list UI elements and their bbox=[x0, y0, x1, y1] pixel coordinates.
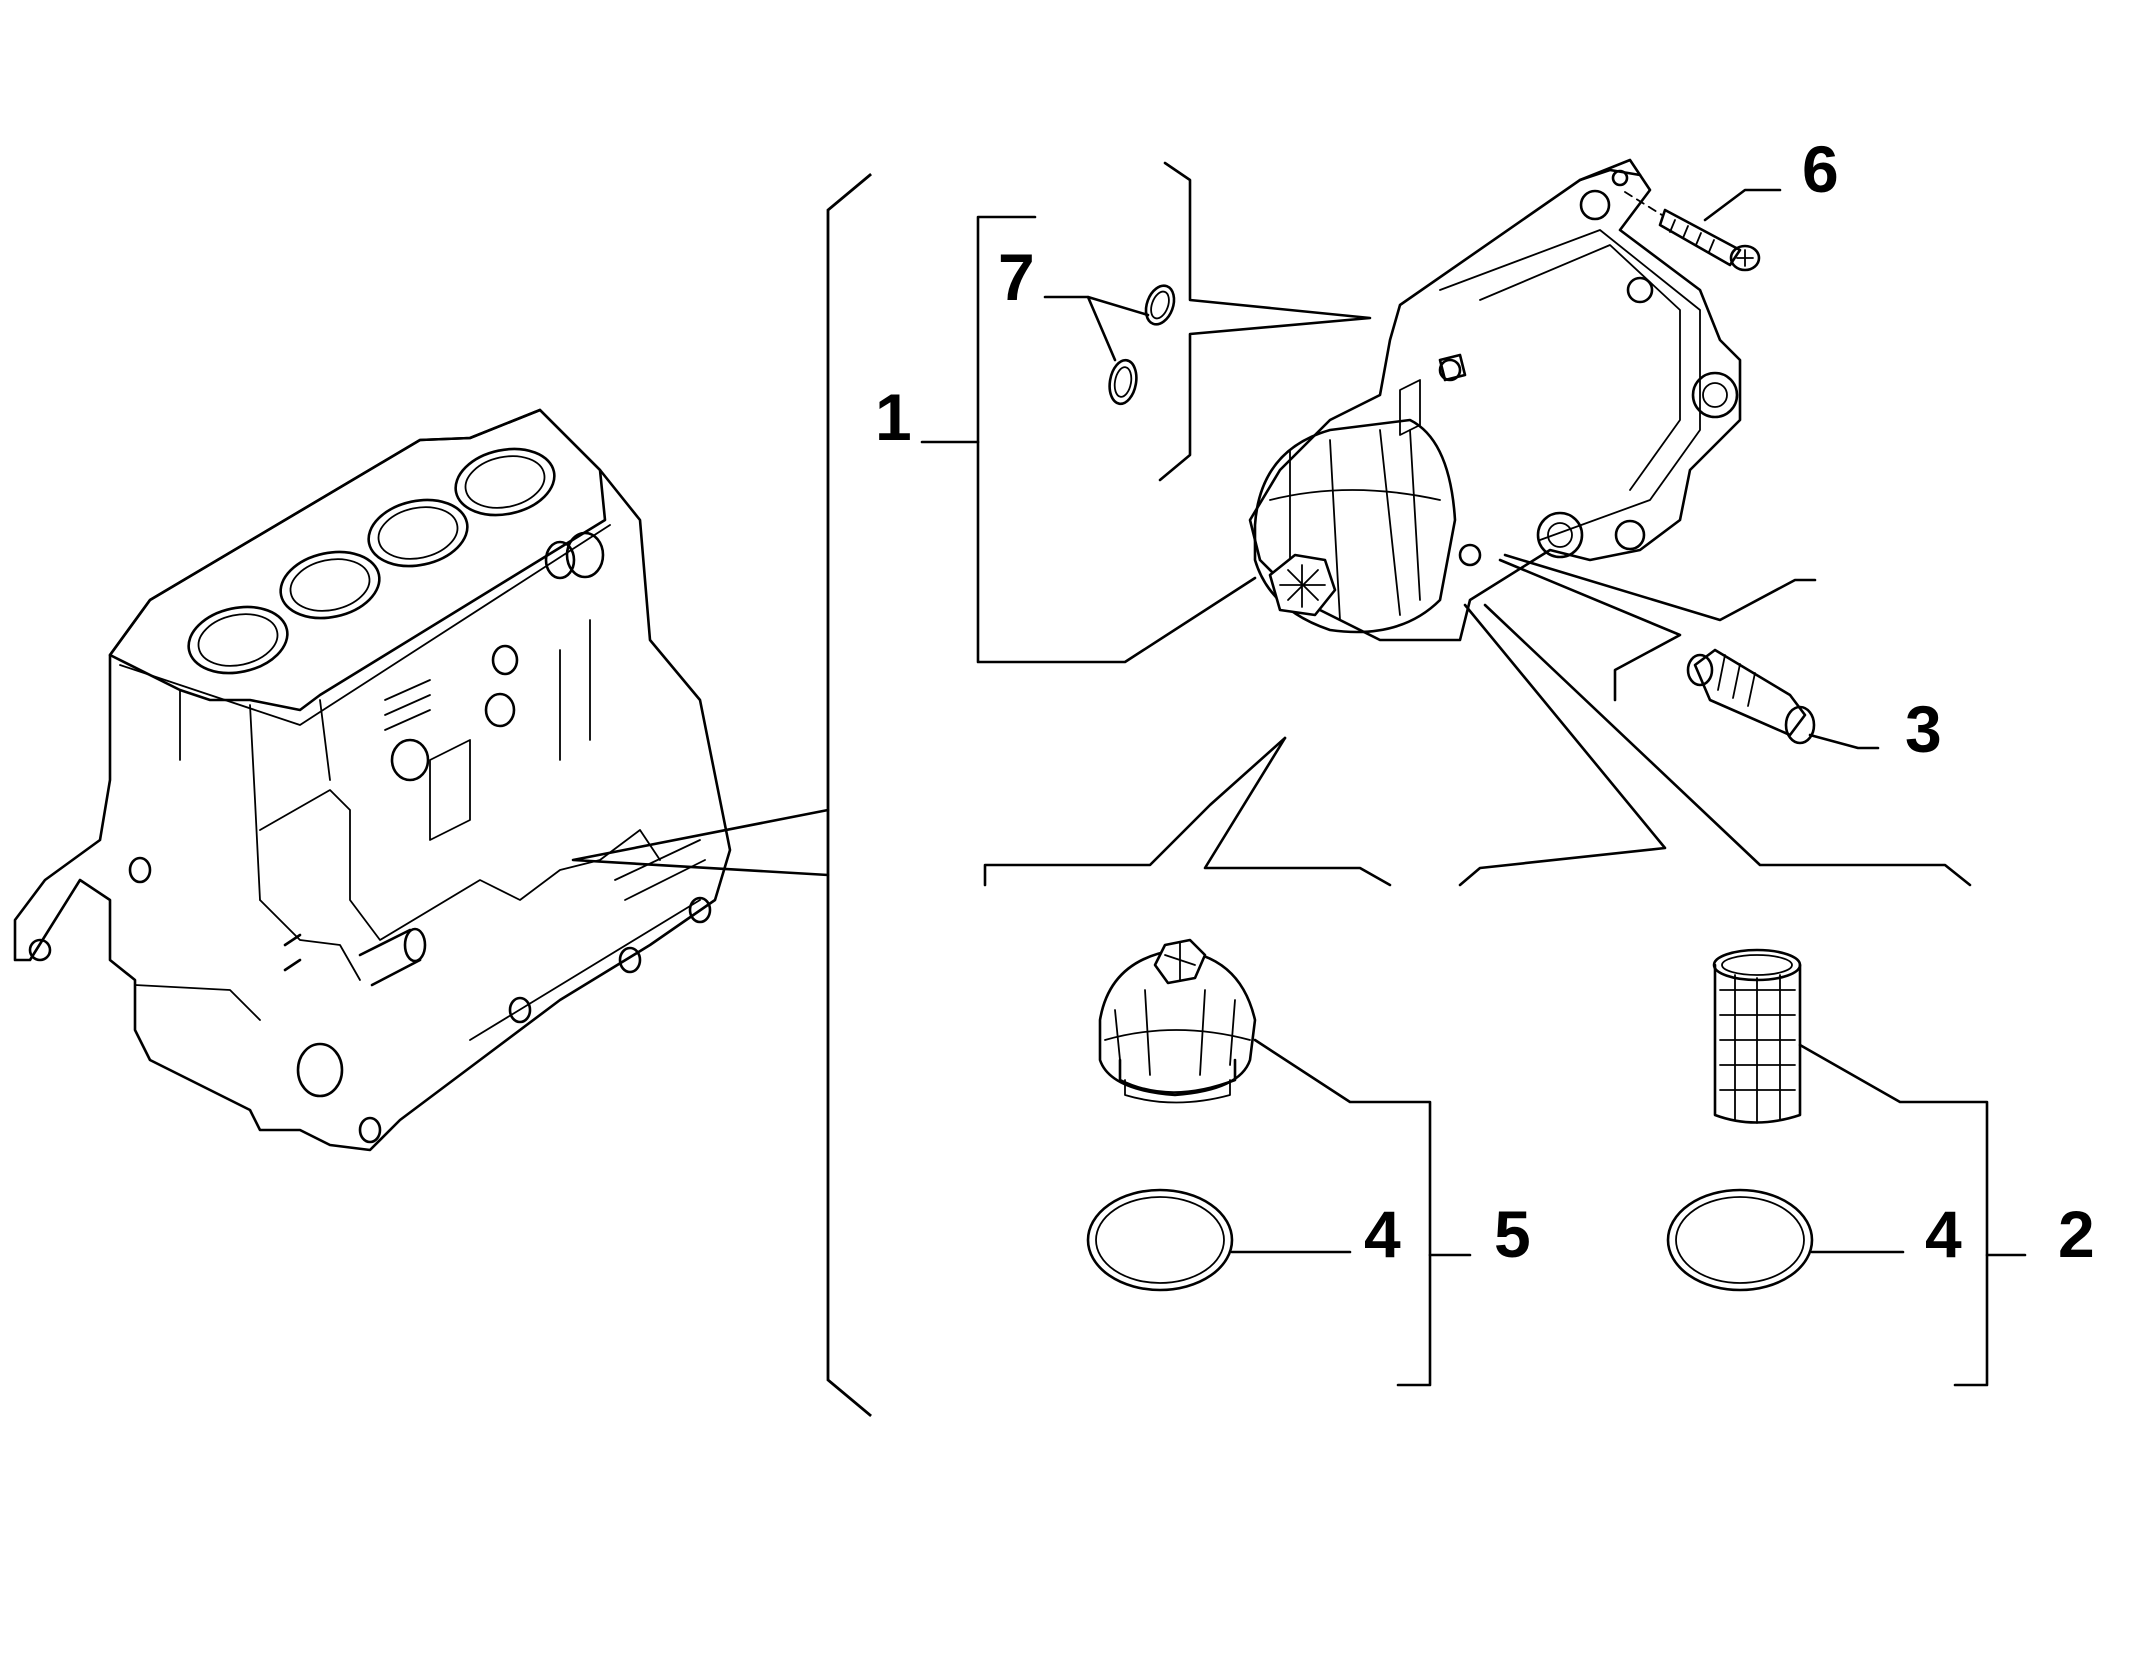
screw-illustration bbox=[1624, 188, 1782, 272]
gasket-left-illustration bbox=[1086, 1188, 1352, 1292]
engine-block-illustration bbox=[13, 408, 732, 1152]
callout-2: 2 bbox=[2058, 1197, 2095, 1271]
housing-leader bbox=[920, 215, 1257, 664]
oil-filter-housing-illustration bbox=[1248, 158, 1742, 642]
callout-7: 7 bbox=[998, 240, 1035, 314]
callout-1: 1 bbox=[875, 380, 912, 454]
seal-group-bracket bbox=[1158, 161, 1372, 482]
engine-pointer-leader bbox=[571, 808, 830, 877]
pressure-sensor-illustration bbox=[1686, 648, 1880, 750]
callout-6: 6 bbox=[1802, 132, 1839, 206]
filter-element-illustration bbox=[1712, 948, 1989, 1387]
callout-4-left: 4 bbox=[1364, 1197, 1401, 1271]
o-ring-seals-illustration bbox=[1043, 284, 1176, 406]
main-group-bracket bbox=[826, 173, 872, 1417]
callout-5: 5 bbox=[1494, 1197, 1531, 1271]
gasket-right-illustration bbox=[1666, 1188, 1905, 1292]
filter-cap-illustration bbox=[1098, 938, 1432, 1387]
housing-component-leaders bbox=[983, 553, 1972, 887]
callout-4-right: 4 bbox=[1925, 1197, 1962, 1271]
callout-3: 3 bbox=[1905, 692, 1942, 766]
